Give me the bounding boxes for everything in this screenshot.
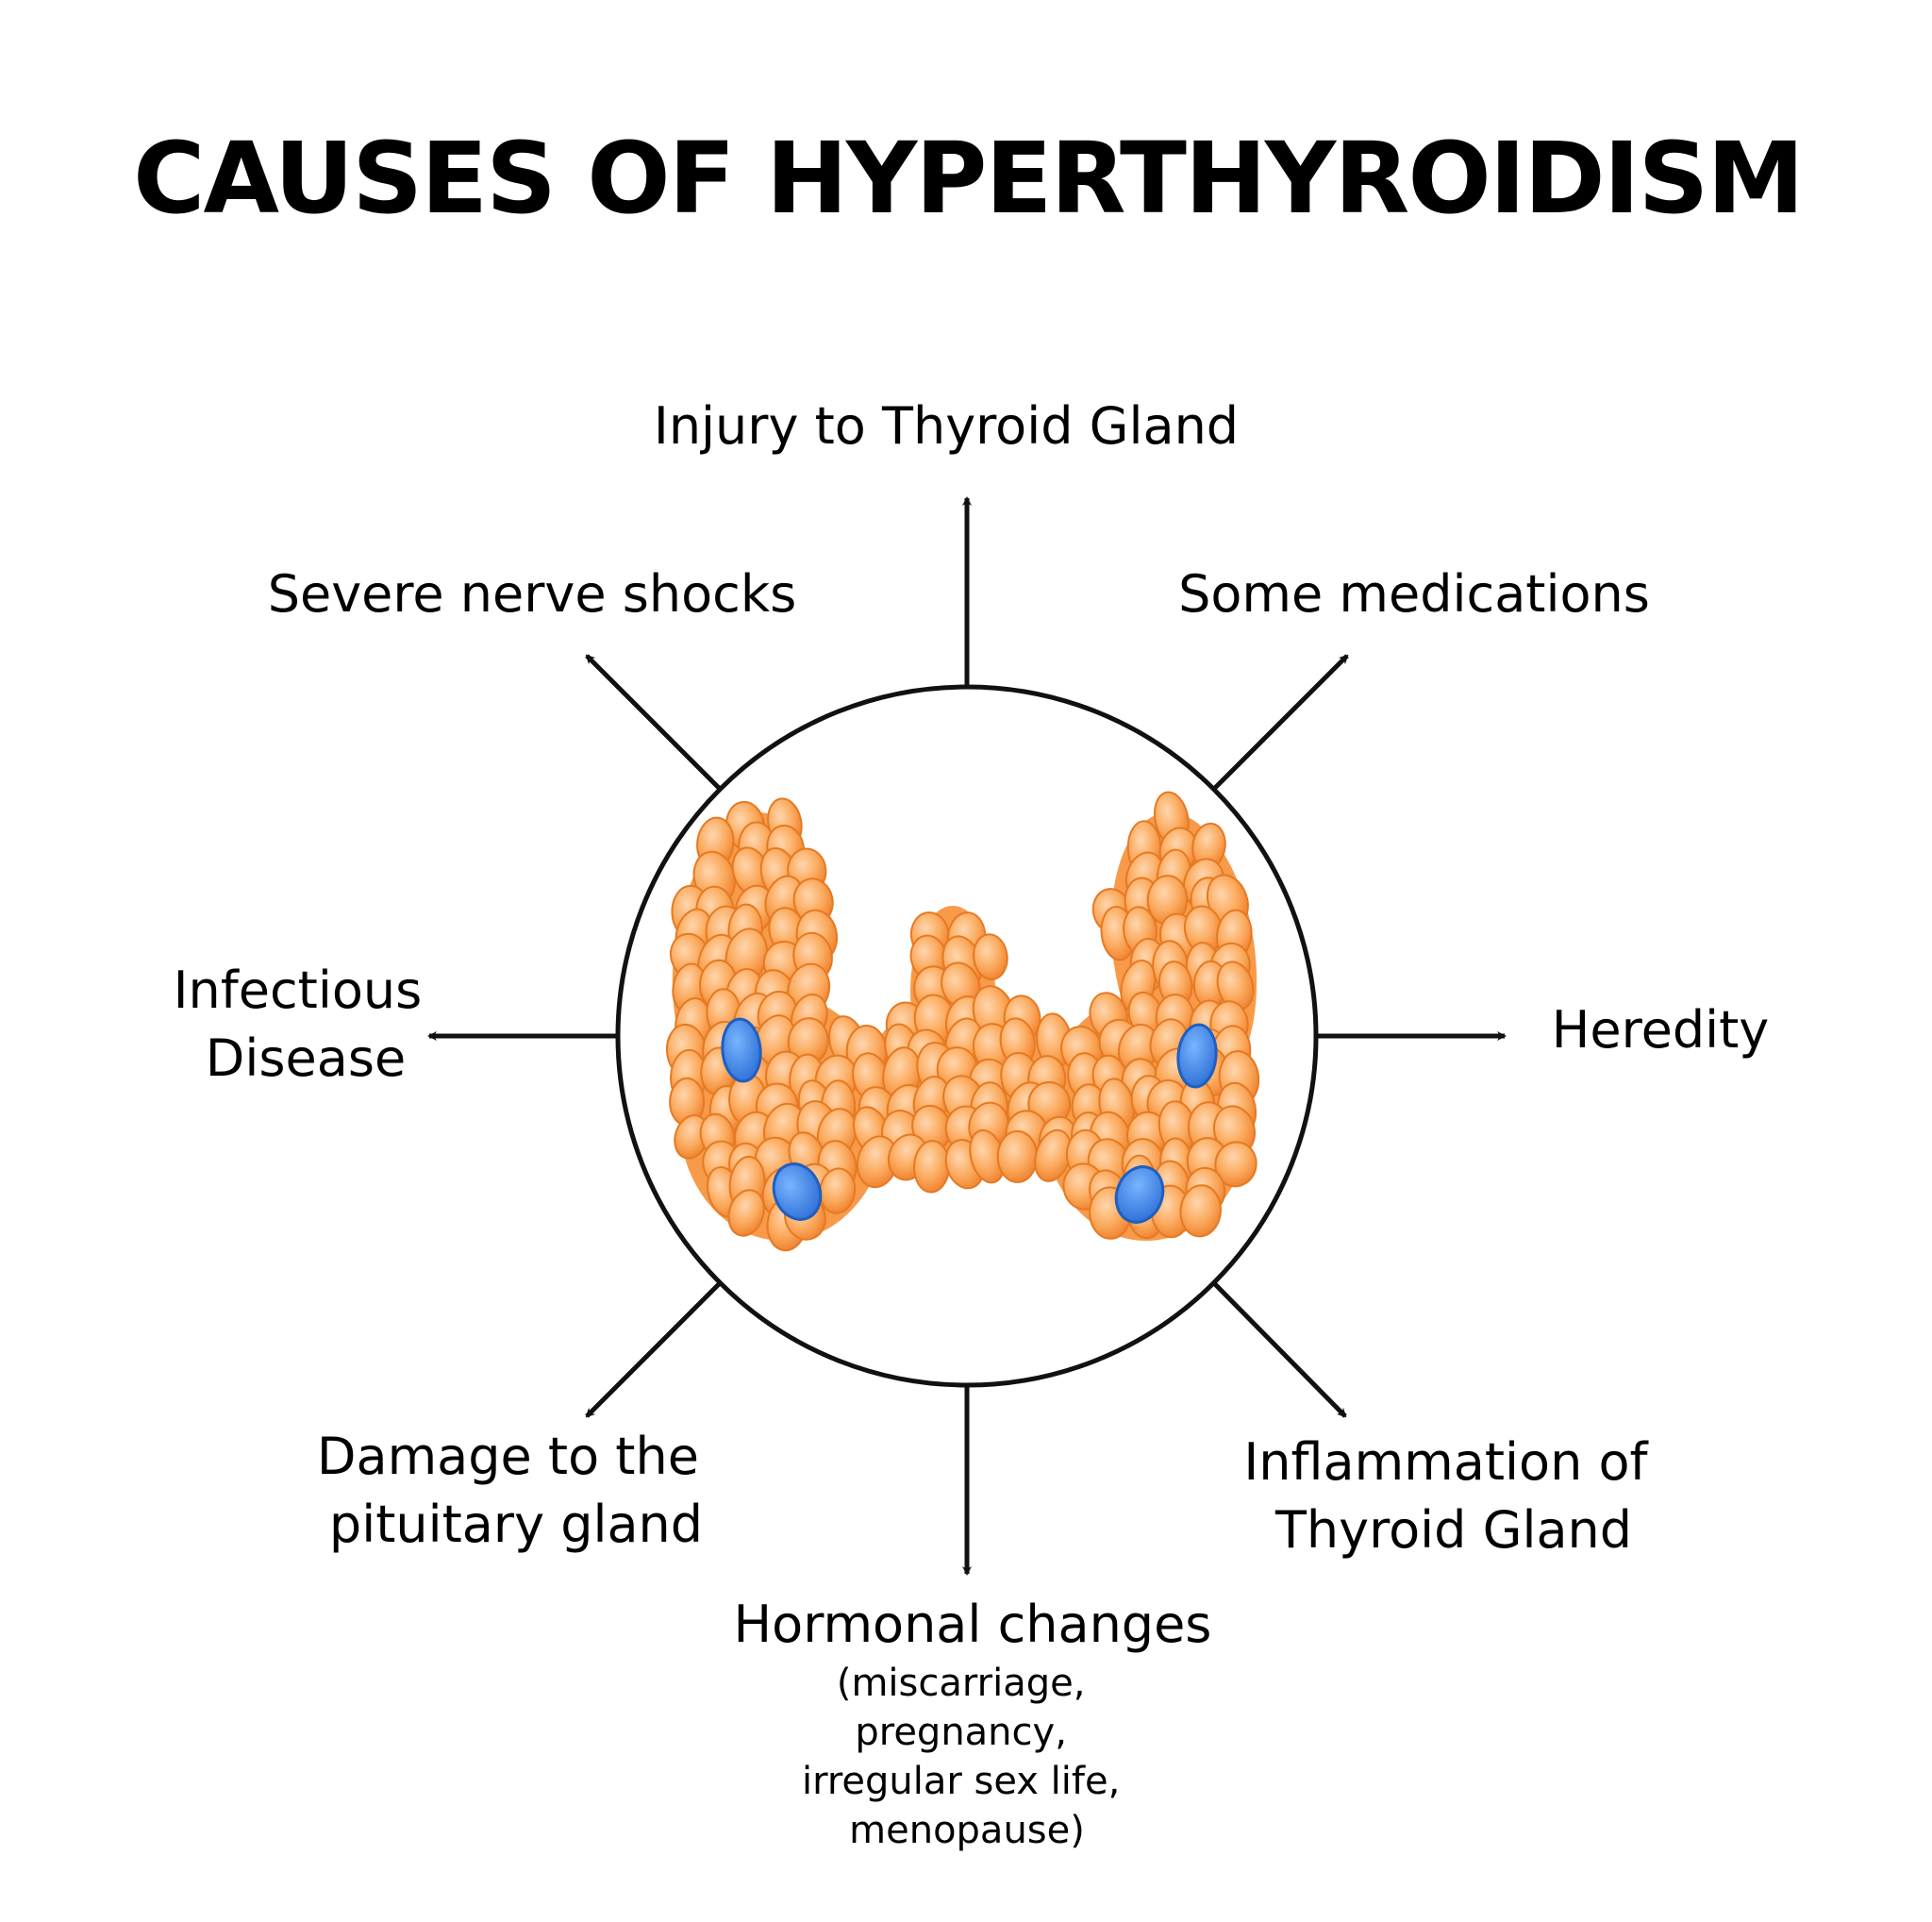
label-infectious-line2: Disease <box>206 1028 406 1088</box>
follicle-cell <box>1214 1141 1257 1188</box>
label-injury: Injury to Thyroid Gland <box>654 396 1239 456</box>
label-pituitary-line1: Damage to the <box>317 1427 699 1486</box>
arrow-down-left <box>585 1281 722 1418</box>
label-hormonal: Hormonal changes <box>734 1595 1212 1654</box>
follicle-cell <box>727 1189 765 1237</box>
label-nerve: Severe nerve shocks <box>268 564 797 624</box>
label-hormonal-detail-3: irregular sex life, <box>802 1760 1120 1803</box>
page-title: CAUSES OF HYPERTHYROIDISM <box>133 121 1803 236</box>
label-inflammation-line1: Inflammation of <box>1243 1432 1649 1492</box>
label-infectious: Infectious Disease <box>174 961 439 1088</box>
follicle-cell <box>1179 1184 1222 1238</box>
nodule-icon <box>1114 1165 1165 1224</box>
label-hormonal-detail-4: menopause) <box>849 1809 1085 1852</box>
label-hormonal-detail-2: pregnancy, <box>855 1711 1067 1754</box>
label-hormonal-detail-1: (miscarriage, <box>837 1662 1086 1705</box>
label-pituitary-line2: pituitary gland <box>329 1495 703 1554</box>
label-inflammation-line2: Thyroid Gland <box>1274 1500 1632 1560</box>
label-heredity: Heredity <box>1552 1000 1769 1060</box>
arrow-up-left <box>585 654 722 791</box>
label-medications: Some medications <box>1178 564 1650 624</box>
nodule-icon <box>721 1017 762 1083</box>
label-infectious-line1: Infectious <box>174 961 423 1020</box>
nodule-icon <box>772 1162 823 1221</box>
arrows-group <box>427 496 1507 1576</box>
label-pituitary: Damage to the pituitary gland <box>317 1427 715 1554</box>
nodule-icon <box>1176 1023 1218 1089</box>
thyroid-gland-icon <box>666 791 1260 1252</box>
follicle-cell <box>996 1129 1039 1183</box>
arrow-up-right <box>1212 654 1349 791</box>
follicle-cell <box>973 933 1008 980</box>
arrow-down-right <box>1212 1281 1347 1418</box>
label-hormonal-details: (miscarriage, pregnancy, irregular sex l… <box>802 1662 1132 1852</box>
label-inflammation: Inflammation of Thyroid Gland <box>1243 1432 1663 1560</box>
follicle-cells <box>666 791 1260 1252</box>
